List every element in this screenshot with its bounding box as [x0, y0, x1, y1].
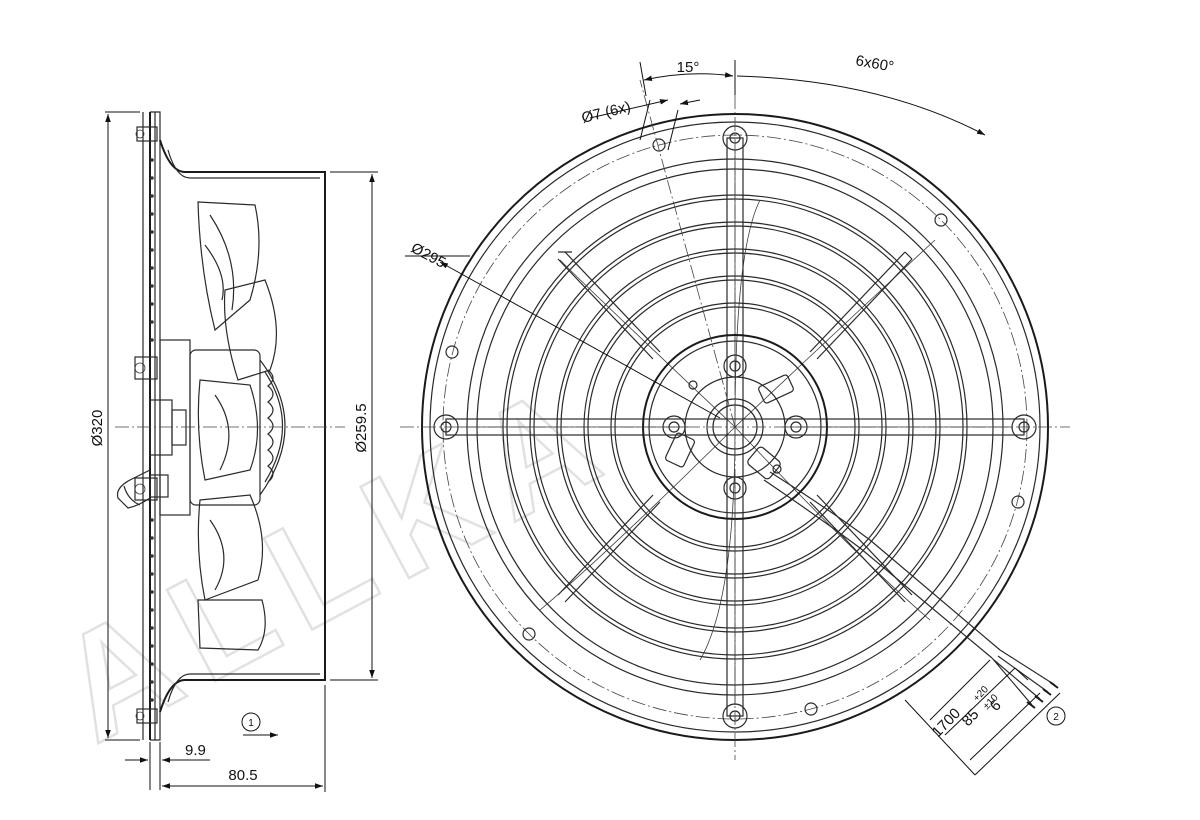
- dim-flange-label: 9.9: [185, 742, 206, 759]
- rivet-dot: [150, 212, 154, 216]
- dim-inner-diameter: Ø259.5: [330, 171, 378, 681]
- side-motor: [149, 339, 286, 516]
- dim-inner-diameter-label: Ø259.5: [353, 403, 370, 452]
- cable-callout: 2: [1046, 706, 1066, 726]
- front-blades: [539, 199, 936, 661]
- dim-angle-spacing: 6x60°: [736, 52, 986, 136]
- rivet-dot: [150, 572, 154, 576]
- watermark-text: ALLKA: [31, 344, 638, 773]
- dim-angle-offset: 15°: [639, 59, 736, 97]
- rivet-dot: [150, 644, 154, 648]
- rivet-dot: [150, 662, 154, 666]
- side-blades: [197, 201, 277, 651]
- dim-depth: 80.5: [162, 685, 326, 792]
- rivet-dot: [150, 536, 154, 540]
- side-nozzle: [159, 139, 326, 713]
- rivet-dot: [150, 230, 154, 234]
- dim-bolt-circle-label: Ø295: [408, 240, 448, 272]
- dim-angle-offset-label: 15°: [677, 59, 700, 76]
- side-mounting-bolts: [134, 126, 158, 724]
- airflow-callout: 1: [241, 712, 278, 738]
- side-view: Ø320 Ø259.5 9.9 80.5 1: [89, 111, 378, 792]
- cable-callout-label: 2: [1053, 712, 1059, 723]
- dim-depth-label: 80.5: [228, 767, 257, 784]
- dim-holes-label: Ø7 (6x): [580, 98, 633, 127]
- rivet-dot: [150, 608, 154, 612]
- rivet-dot: [150, 626, 154, 630]
- rivet-dot: [150, 248, 154, 252]
- rivet-dot: [150, 158, 154, 162]
- rivet-dot: [150, 284, 154, 288]
- rivet-dot: [150, 266, 154, 270]
- side-cable-gland: [116, 469, 169, 509]
- rivet-dot: [150, 194, 154, 198]
- watermark: ALLKA: [30, 343, 640, 775]
- front-bolt-holes: [445, 138, 1025, 716]
- dim-cable: 1700 +20 85 ±10 6: [904, 659, 1061, 776]
- dim-angle-spacing-label: 6x60°: [854, 52, 895, 75]
- front-cable: [747, 446, 1059, 709]
- rivet-dot: [150, 176, 154, 180]
- rivet-dot: [150, 518, 154, 522]
- dim-outer-diameter-label: Ø320: [89, 410, 106, 447]
- rivet-dot: [150, 302, 154, 306]
- side-rivets: [150, 158, 154, 702]
- airflow-callout-label: 1: [248, 718, 254, 729]
- dim-outer-diameter: Ø320: [89, 111, 140, 741]
- rivet-dot: [150, 680, 154, 684]
- dim-flange: 9.9: [125, 742, 210, 790]
- rivet-dot: [150, 698, 154, 702]
- dim-holes: Ø7 (6x): [580, 98, 701, 151]
- rivet-dot: [150, 338, 154, 342]
- rivet-dot: [150, 590, 154, 594]
- dim-cable-sheath-label: 85: [959, 706, 983, 730]
- rivet-dot: [150, 320, 154, 324]
- rivet-dot: [150, 554, 154, 558]
- dim-cable-length-label: 1700: [929, 705, 964, 741]
